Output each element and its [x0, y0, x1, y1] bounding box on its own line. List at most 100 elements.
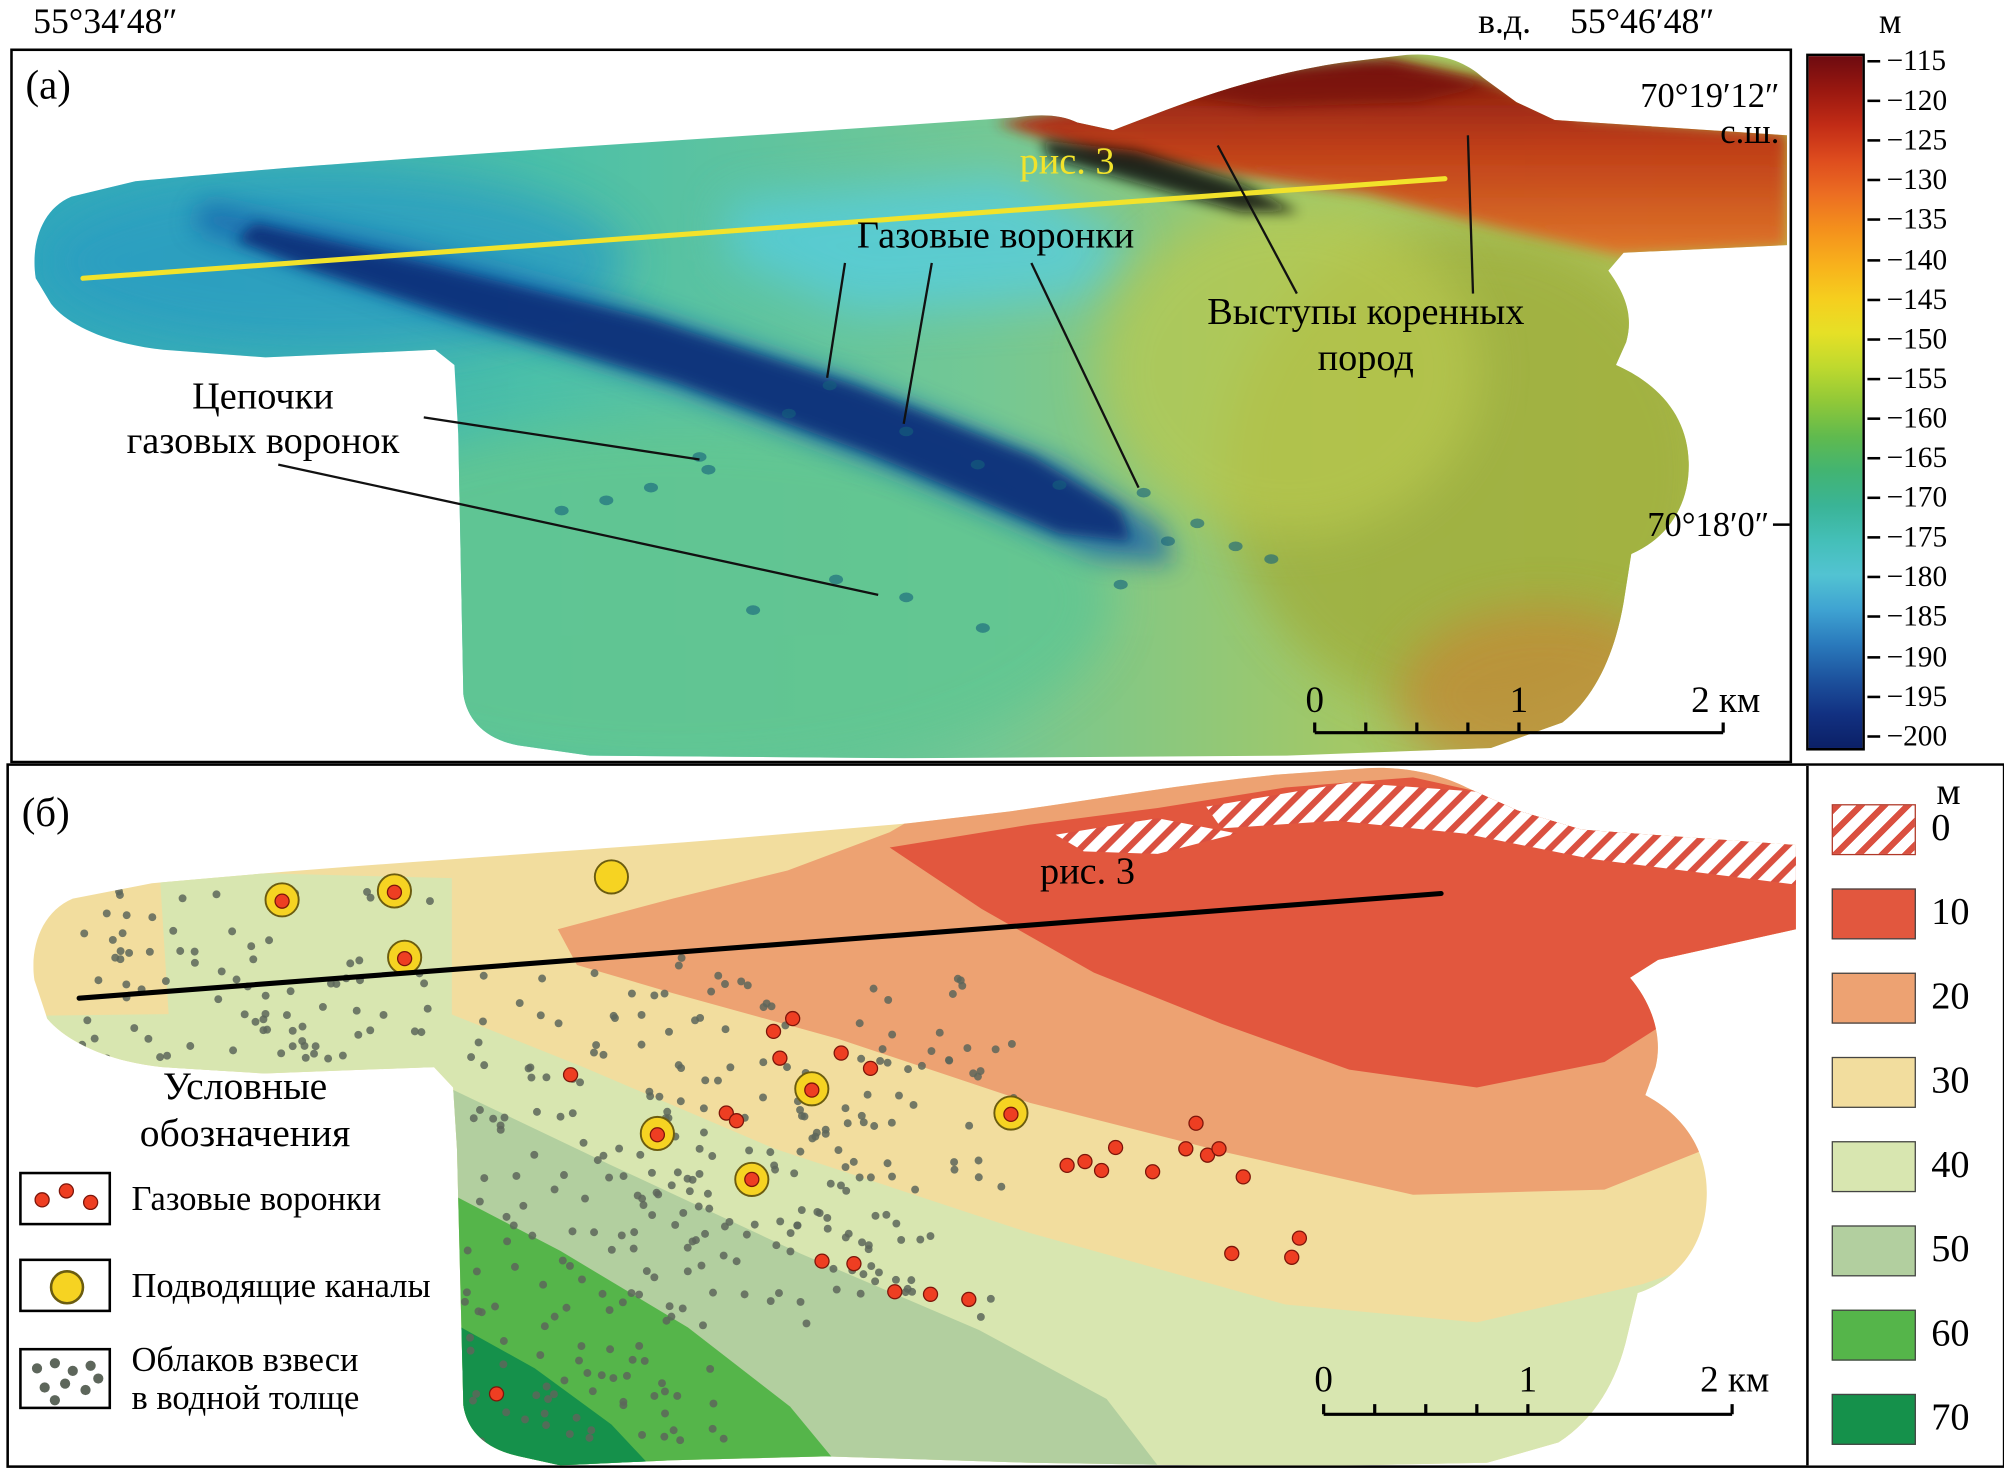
colorbar-tick: −170: [1867, 481, 1947, 514]
suspension-dot: [479, 971, 488, 980]
gas-crater-mark: [899, 592, 914, 603]
suspension-dot: [324, 1054, 333, 1063]
suspension-dot: [453, 1333, 461, 1342]
suspension-dot: [849, 1157, 858, 1166]
tick-label: −150: [1886, 322, 1948, 355]
profile-label-b: рис. 3: [1040, 850, 1135, 892]
gas-crater-dot: [765, 1023, 782, 1040]
colorbar-tick: −200: [1867, 720, 1947, 753]
colorbar-tick: −130: [1867, 164, 1947, 197]
suspension-dot: [479, 1017, 487, 1026]
legend-label-suspension-clouds: Облаков взвеси в водной толще: [131, 1340, 359, 1417]
suspension-dot: [462, 1288, 471, 1297]
suspension-dot: [945, 1056, 954, 1065]
suspension-dot: [660, 989, 669, 998]
suspension-dot: [878, 1045, 887, 1054]
suspension-dot: [638, 1430, 647, 1439]
suspension-dot: [550, 1390, 558, 1399]
suspension-dot: [533, 1107, 541, 1116]
suspension-dot: [605, 1306, 614, 1315]
suspension-dot: [800, 1112, 809, 1121]
suspension-dot: [650, 991, 659, 1000]
suspension-dot: [217, 967, 226, 976]
stipple-dot-icon: [67, 1365, 78, 1376]
suspension-dot: [701, 1076, 710, 1085]
tick-mark: [1867, 218, 1881, 222]
suspension-dot: [633, 1191, 642, 1200]
suspension-dot: [502, 1408, 511, 1417]
suspension-dot: [115, 891, 124, 899]
suspension-dot: [766, 1297, 775, 1306]
colorbar-tick: −115: [1867, 45, 1946, 78]
depth-swatch-40m: [1831, 1141, 1916, 1193]
suspension-dot: [837, 1181, 845, 1190]
suspension-dot: [352, 1006, 361, 1015]
gas-crater-dot: [1077, 1153, 1093, 1170]
colorbar-tick: −165: [1867, 442, 1947, 475]
suspension-dot: [678, 1304, 687, 1313]
suspension-dot: [883, 1159, 892, 1168]
tick-mark: [1867, 99, 1881, 103]
suspension-dot: [645, 1087, 654, 1096]
colorbar-tick: −125: [1867, 124, 1947, 157]
suspension-dot: [615, 1144, 624, 1153]
colorbar-unit: м: [1878, 2, 1902, 43]
suspension-dot: [80, 929, 89, 938]
tick-label: −130: [1886, 163, 1948, 196]
suspension-dot: [812, 1128, 821, 1137]
depth-swatch-10m: [1831, 888, 1916, 940]
suspension-dot: [469, 1396, 477, 1405]
depth-scale-row: 20: [1809, 972, 2003, 1024]
suspension-dot: [935, 1028, 944, 1037]
tick-mark: [1867, 179, 1881, 182]
suspension-dot: [78, 1040, 87, 1049]
suspension-dot: [635, 1341, 644, 1350]
suspension-dot: [539, 1280, 548, 1289]
gas-crater-dot: [1188, 1115, 1204, 1131]
suspension-dot: [590, 1048, 598, 1057]
depth-swatch-0m: [1831, 804, 1916, 856]
suspension-dot: [673, 1392, 682, 1400]
suspension-dot: [927, 1047, 936, 1056]
gas-craters-layer-b: [274, 884, 1308, 1402]
suspension-dot: [94, 976, 103, 985]
depth-scale-row: 30: [1809, 1056, 2003, 1108]
suspension-dot: [477, 1437, 486, 1446]
gas-crater-dot: [1235, 1169, 1251, 1185]
tick-mark: [1867, 456, 1881, 460]
colorbar-tick: −145: [1867, 283, 1947, 316]
colorbar-tick: −150: [1867, 323, 1947, 356]
suspension-dot: [489, 1114, 498, 1123]
legend-title-line-2: обозначения: [139, 1110, 351, 1156]
suspension-dot: [802, 1319, 811, 1328]
suspension-dot: [888, 1172, 896, 1181]
suspension-dot: [857, 1111, 866, 1120]
lon-label-right: 55°46′48″: [1570, 2, 1715, 43]
suspension-dot: [842, 1186, 851, 1195]
suspension-dot: [683, 1243, 692, 1252]
stipple-dot-icon: [31, 1363, 43, 1374]
suspension-dot: [460, 1297, 469, 1306]
supply-channel-mark: [593, 859, 629, 895]
suspension-dot: [298, 1037, 307, 1046]
scalebar-a-2km: 2 км: [1691, 680, 1760, 721]
legend-item-supply-channels: Подводящие каналы: [19, 1258, 431, 1313]
suspension-dot: [721, 1025, 730, 1034]
gas-crater-dot: [922, 1286, 939, 1302]
suspension-dot: [130, 1024, 139, 1032]
suspension-dot: [721, 980, 729, 988]
gas-crater-dot: [862, 1060, 879, 1077]
crater-dot-icon: [58, 1183, 75, 1199]
suspension-clouds-layer: [53, 887, 1018, 1446]
suspension-dot: [658, 1379, 666, 1388]
suspension-dot: [963, 1044, 972, 1053]
suspension-dot: [145, 947, 154, 956]
suspension-dot: [310, 1049, 318, 1058]
suspension-dot: [866, 1173, 875, 1182]
suspension-dot: [519, 1201, 528, 1210]
suspension-dot: [655, 1092, 664, 1101]
suspension-dot: [813, 1207, 822, 1216]
tick-mark: [1867, 139, 1881, 142]
